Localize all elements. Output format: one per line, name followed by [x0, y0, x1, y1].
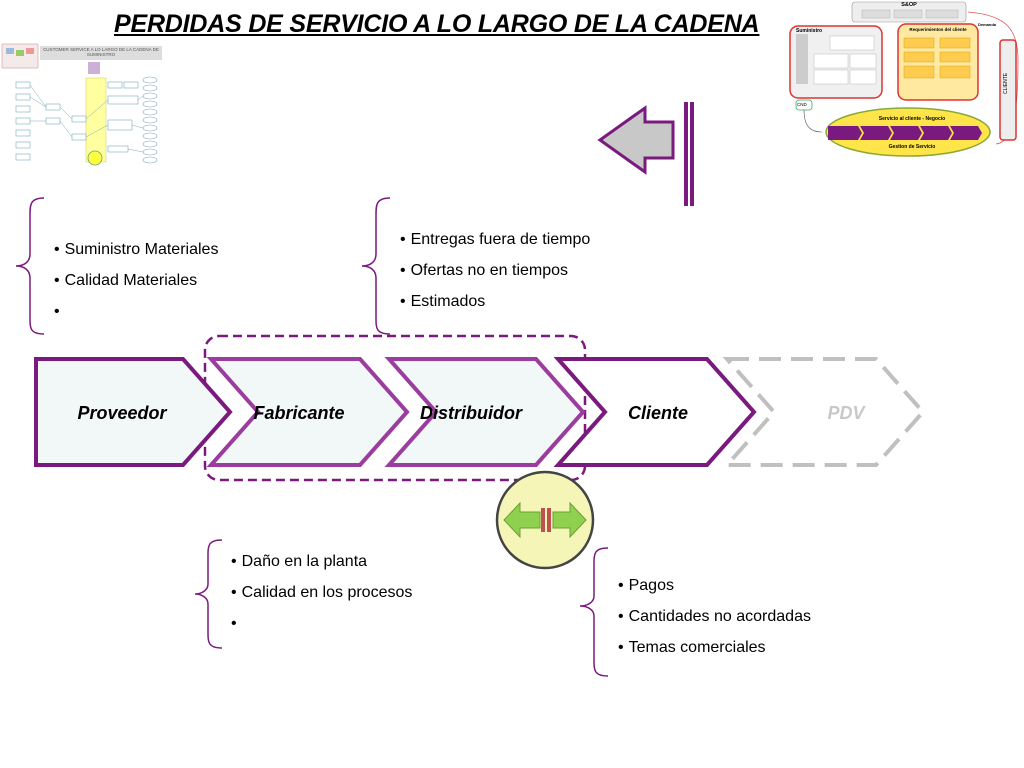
thumb-gestion-label: Gestion de Servicio [888, 144, 936, 150]
list-item: Cantidades no acordadas [618, 601, 811, 632]
thumb-demanda-label: Demanda [978, 22, 997, 27]
thumb-cnd-label: CND [797, 102, 807, 107]
brace-fabricante [194, 539, 223, 649]
stage-label-cliente: Cliente [628, 403, 688, 423]
list-item [54, 296, 218, 327]
back-arrow-icon [597, 102, 694, 206]
list-distribuidor: Entregas fuera de tiempo Ofertas no en t… [400, 224, 591, 317]
list-item: Entregas fuera de tiempo [400, 224, 591, 255]
stage-label-distribuidor: Distribuidor [420, 403, 523, 423]
chevron-proveedor [34, 357, 233, 467]
brace-distribuidor [361, 197, 391, 335]
chevron-fabricante [206, 357, 410, 467]
stage-label-pdv: PDV [827, 403, 866, 423]
thumb-servicio-label: Servicio al cliente - Negocio [878, 116, 946, 122]
list-fabricante: Daño en la planta Calidad en los proceso… [231, 546, 413, 639]
thumbnail-service-graphic [789, 1, 1019, 157]
stage-label-fabricante: Fabricante [253, 403, 344, 423]
thumb-suministro-label: Suministro [796, 28, 823, 34]
thumbnail-title: CUSTOMER SERVICE A LO LARGO DE LA CADENA… [43, 47, 159, 57]
thumbnail-service-model: S&OP Suministro Requerimientos del clien… [782, 0, 1022, 160]
chevron-distribuidor [384, 357, 586, 467]
list-proveedor: Suministro Materiales Calidad Materiales [54, 234, 219, 327]
page-title: PERDIDAS DE SERVICIO A LO LARGO DE LA CA… [114, 10, 760, 38]
chevron-pdv [722, 357, 926, 467]
list-item: Ofertas no en tiempos [400, 255, 590, 286]
list-item: Calidad Materiales [54, 265, 218, 296]
list-item: Pagos [618, 570, 811, 601]
thumb-cliente-label: CLIENTE [1003, 72, 1009, 94]
thumb-sop-label: S&OP [901, 2, 917, 8]
list-cliente: Pagos Cantidades no acordadas Temas come… [618, 570, 811, 663]
chevron-cliente [553, 357, 757, 467]
thumb-requerimientos-label: Requerimientos del cliente [909, 27, 967, 32]
list-item [231, 608, 412, 639]
list-item: Calidad en los procesos [231, 577, 413, 608]
thumbnail-supply-chain: CUSTOMER SERVICE A LO LARGO DE LA CADENA… [0, 42, 165, 167]
brace-proveedor [15, 197, 45, 335]
list-item: Daño en la planta [231, 546, 412, 577]
list-item: Suministro Materiales [54, 234, 219, 265]
thumbnail-graphic [1, 43, 162, 166]
list-item: Temas comerciales [618, 632, 811, 663]
exchange-arrows-icon [495, 470, 595, 570]
brace-cliente [579, 547, 609, 677]
stage-label-proveedor: Proveedor [77, 403, 167, 423]
list-item: Estimados [400, 286, 590, 317]
